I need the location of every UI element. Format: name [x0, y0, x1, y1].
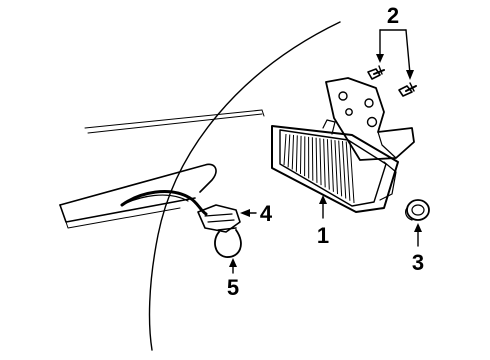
wiring-harness — [120, 190, 208, 216]
lens-rib — [315, 137, 318, 183]
bulb-socket — [197, 204, 241, 233]
callout-4: 4 — [240, 201, 273, 226]
screw-left — [367, 65, 385, 80]
callout-label-4: 4 — [260, 201, 273, 226]
callout-label-2: 2 — [387, 3, 399, 28]
lens-rib — [334, 140, 339, 195]
lens-rib — [319, 138, 322, 186]
lens-ribs — [283, 133, 355, 204]
lens-rib — [287, 134, 291, 168]
lens-rib — [338, 140, 343, 197]
screw-right — [398, 82, 417, 97]
lens-rib — [345, 141, 351, 201]
lens-rib — [291, 134, 295, 170]
lens-rib — [330, 139, 334, 192]
lens-rib — [295, 135, 298, 172]
lens-rib — [323, 138, 326, 188]
callout-5: 5 — [227, 258, 239, 300]
arrowhead-icon — [376, 54, 384, 63]
callout-3: 3 — [412, 223, 424, 275]
arrowhead-icon — [319, 195, 327, 204]
arrowhead-icon — [406, 70, 414, 80]
lens-rib — [283, 133, 287, 166]
lens-rib — [341, 141, 347, 199]
callout-1: 1 — [317, 195, 329, 248]
callout-label-3: 3 — [412, 250, 424, 275]
bulb — [214, 227, 242, 258]
mounting-bracket — [325, 77, 415, 161]
lens-rib — [299, 135, 302, 174]
vehicle-body-outline — [84, 21, 341, 351]
arrowhead-icon — [229, 258, 237, 267]
side-molding — [59, 163, 217, 229]
arrowhead-icon — [240, 209, 250, 217]
lens-rib — [349, 141, 355, 204]
nut-grommet — [405, 199, 430, 221]
callout-2: 2 — [376, 3, 414, 80]
arrowhead-icon — [414, 223, 422, 232]
lens-rib — [326, 139, 330, 190]
marker-lamp-housing — [271, 119, 399, 213]
callout-label-1: 1 — [317, 223, 329, 248]
callout-label-5: 5 — [227, 275, 239, 300]
